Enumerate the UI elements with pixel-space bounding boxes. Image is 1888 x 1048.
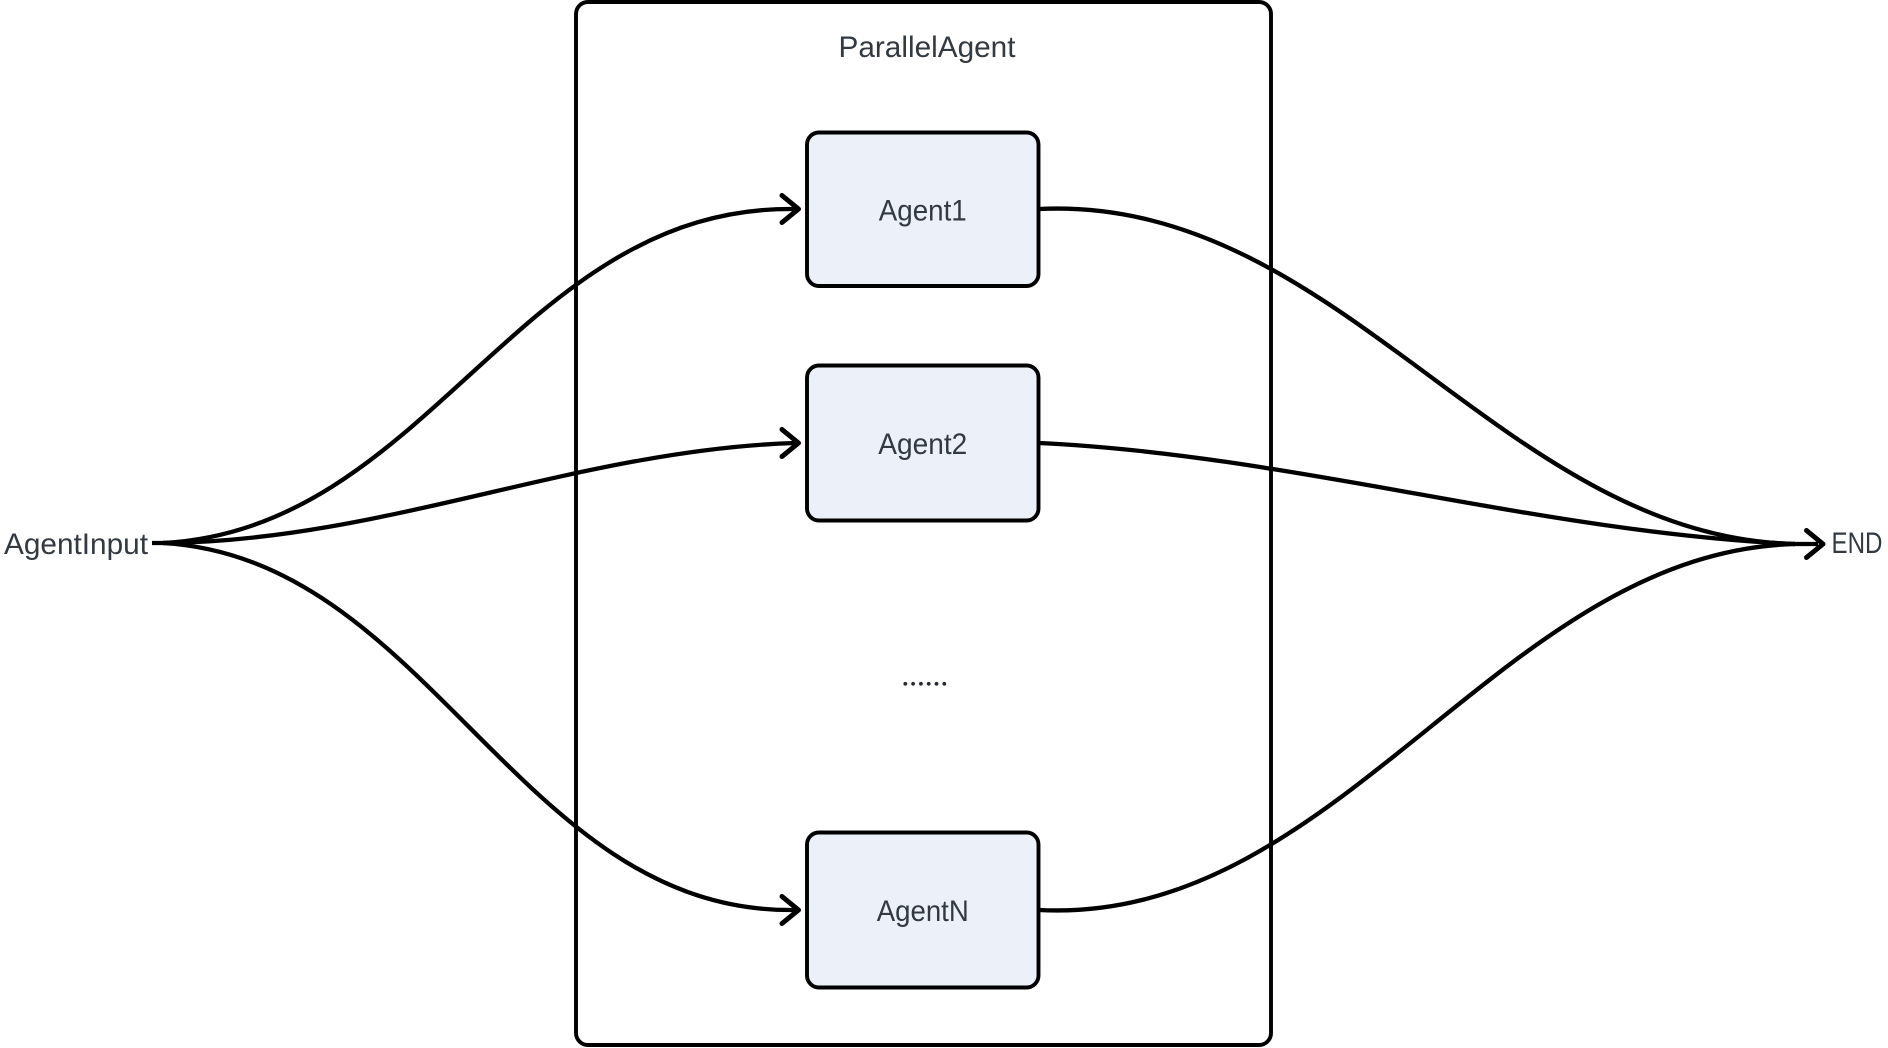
svg-text:Agent1: Agent1	[879, 194, 967, 227]
svg-text:AgentN: AgentN	[877, 895, 969, 928]
svg-text:AgentInput: AgentInput	[4, 528, 149, 561]
svg-text:Agent2: Agent2	[878, 428, 967, 461]
svg-text:END: END	[1832, 527, 1883, 560]
svg-text:ParallelAgent: ParallelAgent	[839, 31, 1017, 64]
